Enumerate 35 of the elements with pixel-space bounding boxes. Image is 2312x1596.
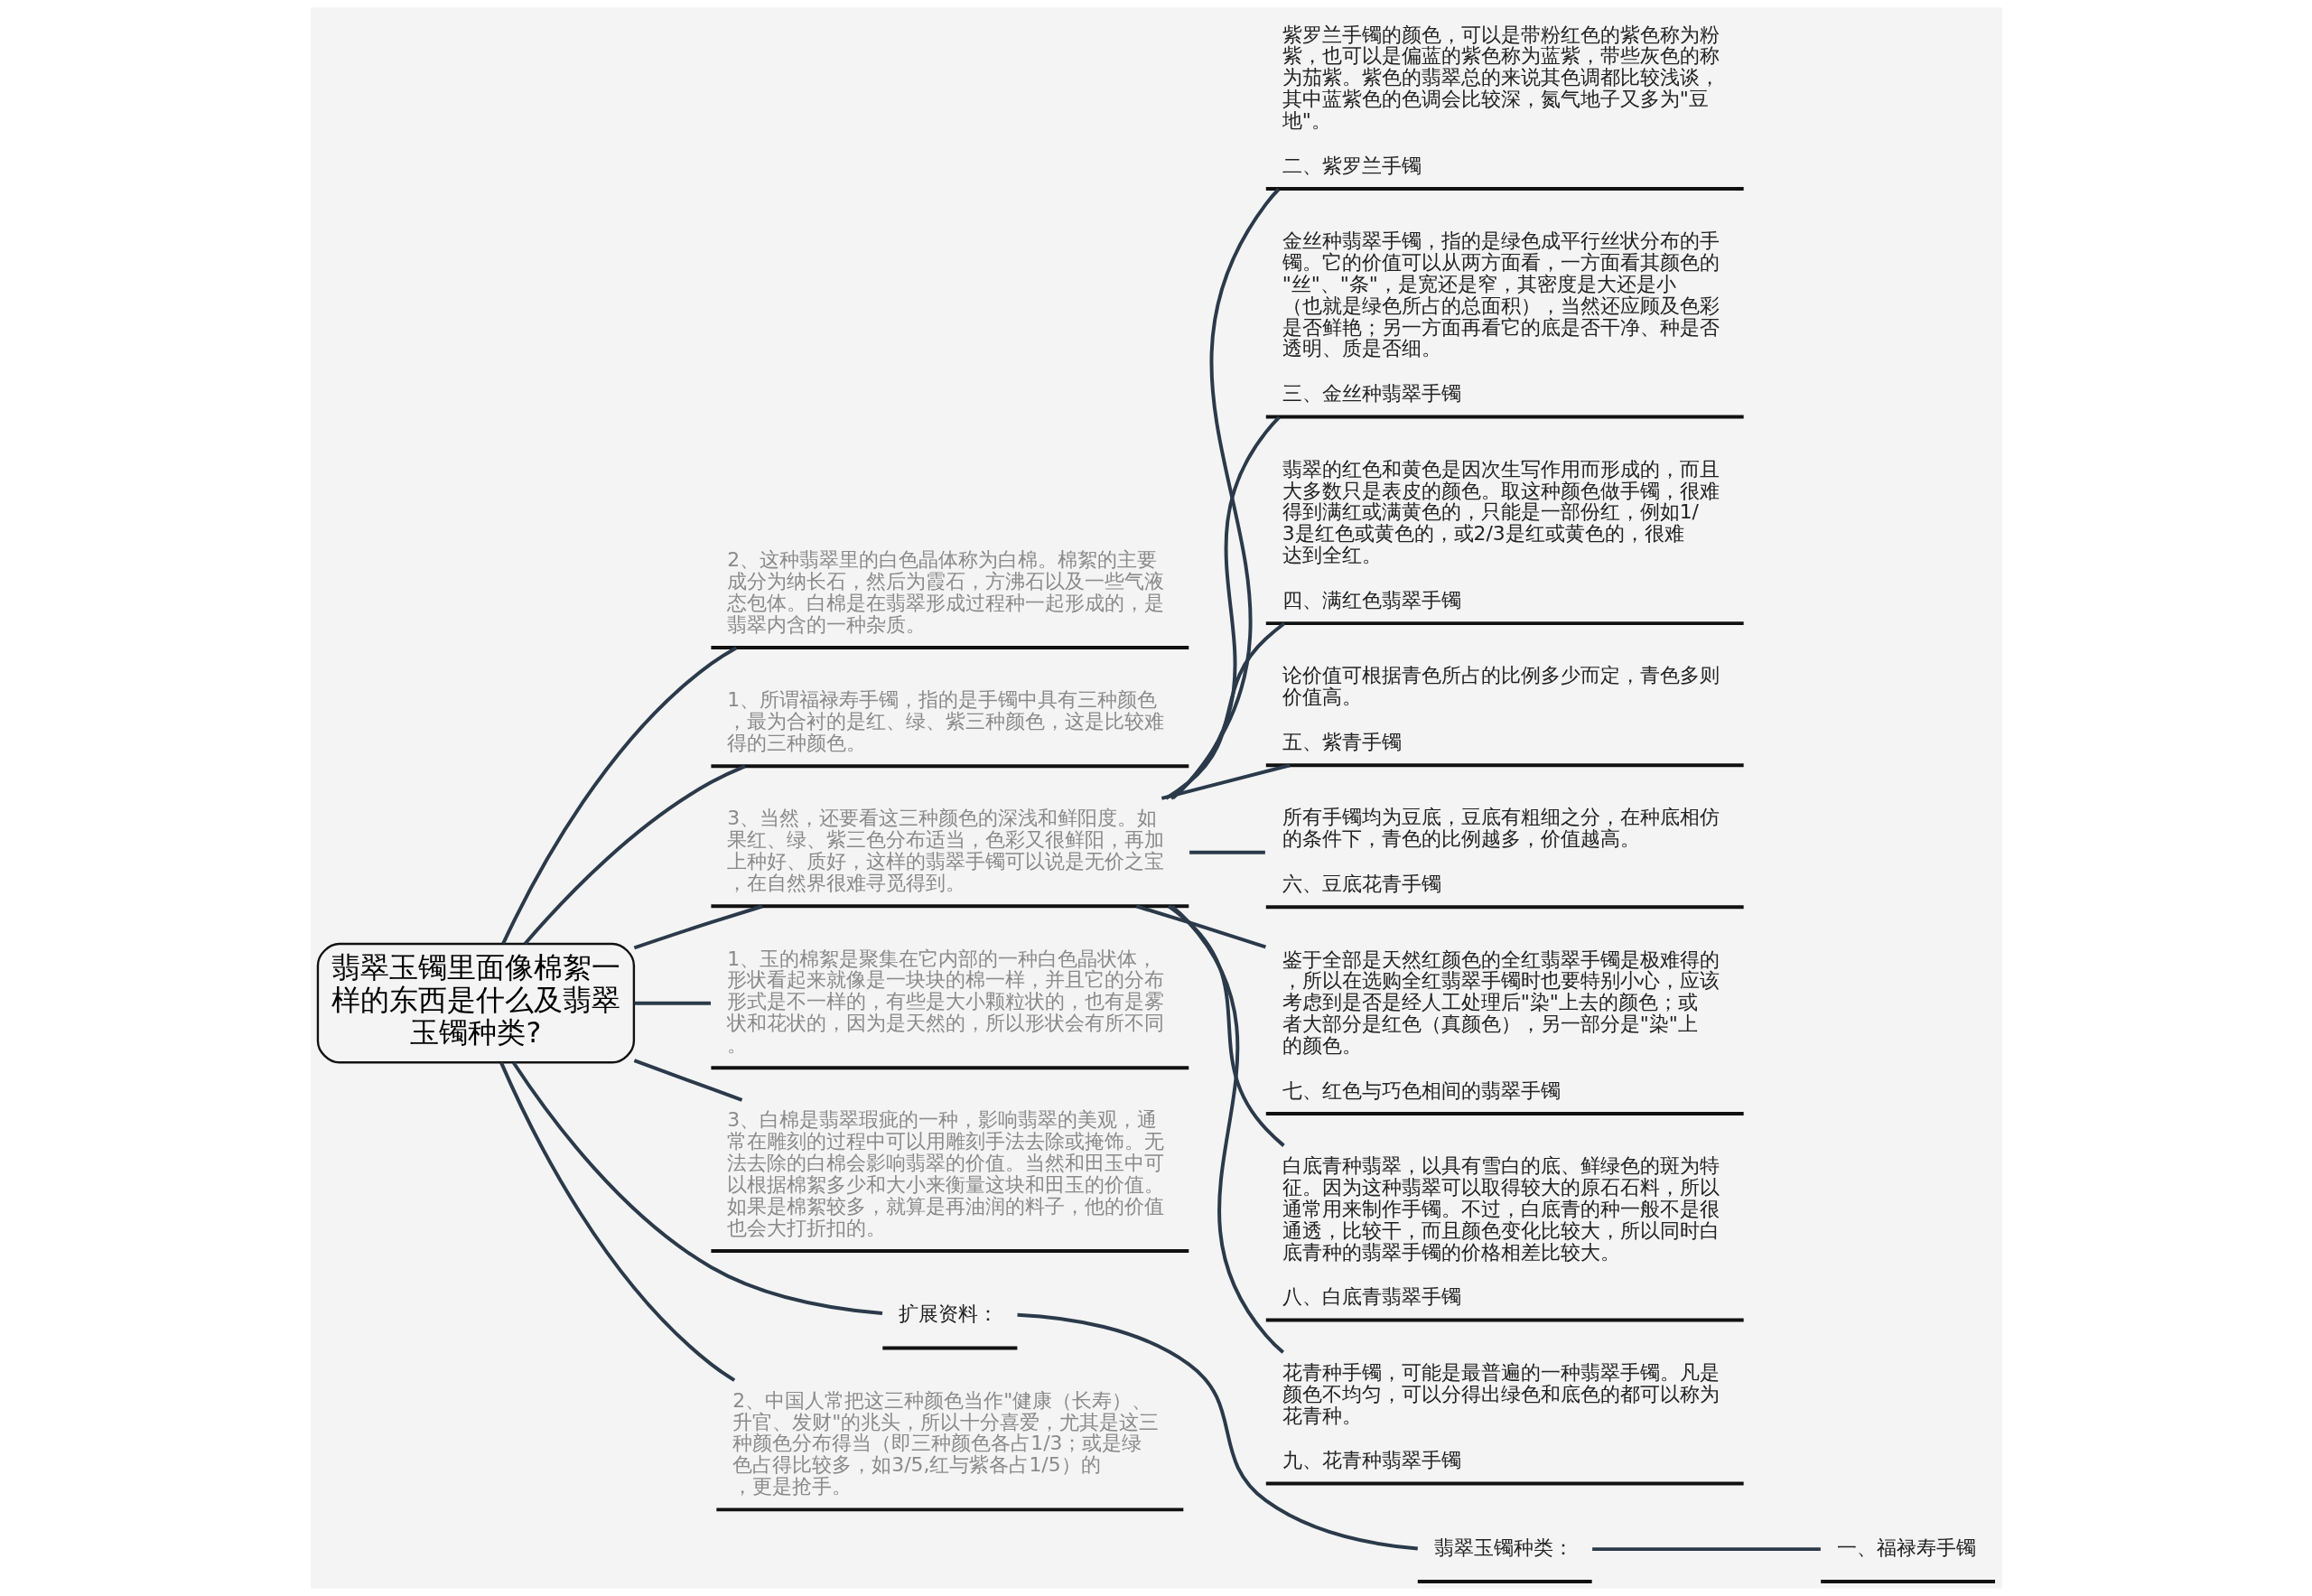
connector <box>1170 415 1281 800</box>
node-text: 金丝种翡翠手镯，指的是绿色成平行丝状分布的手镯。它的价值可以从两方面看，一方面看其颜色的"丝"、"条"，是宽还是窄，其密度是大还是小（也就是绿色所占的总面积），当然还应顾及色彩是否鲜艳；另一方面再看它的底是否干净、种是否透明、质是否细。 三、金丝种翡翠手镯 <box>1282 229 1720 406</box>
connector <box>1591 1547 1821 1552</box>
connector <box>523 764 746 945</box>
node-text: 2、中国人常把这三种颜色当作"健康（长寿）、升官、发财"的兆头，所以十分喜爱，尤其是这三种颜色分布得当（即三种颜色各占1/3；或是绿色占得比较多，如3/5,红与紫各占1/5）的，更是抢手。 <box>732 1388 1159 1498</box>
node-text: 一、福禄寿手镯 <box>1836 1535 1976 1559</box>
node-text: 翡翠的红色和黄色是因次生写作用而形成的，而且大多数只是表皮的颜色。取这种颜色做手镯，很难得到满红或满黄色的，只能是一部份红，例如1/3是红色或黄色的，或2/3是红或黄色的，很难达到全红。 四、满红色翡翠手镯 <box>1282 457 1720 611</box>
connector <box>633 904 763 950</box>
connector <box>1170 905 1284 1354</box>
connector <box>1135 904 1266 949</box>
connector <box>633 1001 711 1005</box>
node-text: 翡翠玉镯种类： <box>1433 1535 1573 1559</box>
connector <box>1161 763 1291 800</box>
node-text: 所有手镯均为豆底，豆底有粗细之分，在种底相仿的条件下，青色的比例越多，价值越高。 六、豆底花青手镯 <box>1282 806 1720 895</box>
node-text: 扩展资料： <box>898 1302 998 1326</box>
connector <box>1016 1312 1418 1551</box>
connector <box>1164 621 1285 800</box>
node-text: 2、这种翡翠里的白色晶体称为白棉。棉絮的主要成分为纳长石，然后为霞石，方沸石以及一些气液态包体。白棉是在翡翠形成过程种一起形成的，是翡翠内含的一种杂质。 <box>726 548 1164 636</box>
node-text: 1、所谓福禄寿手镯，指的是手镯中具有三种颜色，最为合衬的是红、绿、紫三种颜色，这是比较难得的三种颜色。 <box>726 688 1164 754</box>
connector <box>500 646 737 945</box>
connector <box>499 1061 735 1382</box>
node-text: 紫罗兰手镯的颜色，可以是带粉红色的紫色称为粉紫，也可以是偏蓝的紫色称为蓝紫，带些灰色的称为茄紫。紫色的翡翠总的来说其色调都比较浅谈，其中蓝紫色的色调会比较深，氮气地子又多为"豆地"。 二、紫罗兰手镯 <box>1282 23 1720 177</box>
connector <box>633 1059 742 1102</box>
node-text: 3、当然，还要看这三种颜色的深浅和鲜阳度。如果红、绿、紫三色分布适当，色彩又很鲜阳，再加上种好、质好，这样的翡翠手镯可以说是无价之宝，在自然界很难寻觅得到。 <box>726 807 1164 894</box>
node-text: 花青种手镯，可能是最普遍的一种翡翠手镯。凡是颜色不均匀，可以分得出绿色和底色的都可以称为花青种。 九、花青种翡翠手镯 <box>1282 1360 1720 1472</box>
node-text: 3、白棉是翡翠瑕疵的一种，影响翡翠的美观，通常在雕刻的过程中可以用雕刻手法去除或掩饰。无法去除的白棉会影响翡翠的价值。当然和田玉中可以根据棉絮多少和大小来衡量这块和田玉的价值。如果是棉絮较多，就算是再油润的料子，他的价值也会大打折扣的。 <box>726 1108 1164 1239</box>
node-text: 鉴于全部是天然红颜色的全红翡翠手镯是极难得的，所以在选购全红翡翠手镯时也要特别小心，应该考虑到是否是经人工处理后"染"上去的颜色；或者大部分是红色（真颜色），另一部分是"染"上的颜色。 七、红色与巧色相间的翡翠手镯 <box>1282 947 1720 1102</box>
connector <box>1189 850 1265 854</box>
connector <box>511 1061 882 1316</box>
node-text: 1、玉的棉絮是聚集在它内部的一种白色晶状体，形状看起来就像是一块块的棉一样，并且它的分布形式是不一样的，有些是大小颗粒状的，也有是雾状和花状的，因为是天然的，所以形状会有所不同。 <box>726 947 1164 1056</box>
node-box: 翡翠玉镯里面像棉絮一样的东西是什么及翡翠玉镯种类? <box>316 942 635 1064</box>
node-text: 论价值可根据青色所占的比例多少而定，青色多则价值高。 五、紫青手镯 <box>1282 664 1720 753</box>
node-text: 白底青种翡翠，以具有雪白的底、鲜绿色的斑为特征。因为这种翡翠可以取得较大的原石石料，所以通常用来制作手镯。不过，白底青的种一般不是很通透，比较干，而且颜色变化比较大，所以同时白底青种的翡翠手镯的价格相差比较大。 八、白底青翡翠手镯 <box>1282 1154 1720 1309</box>
connector <box>1167 904 1285 1147</box>
connector <box>1170 188 1280 800</box>
